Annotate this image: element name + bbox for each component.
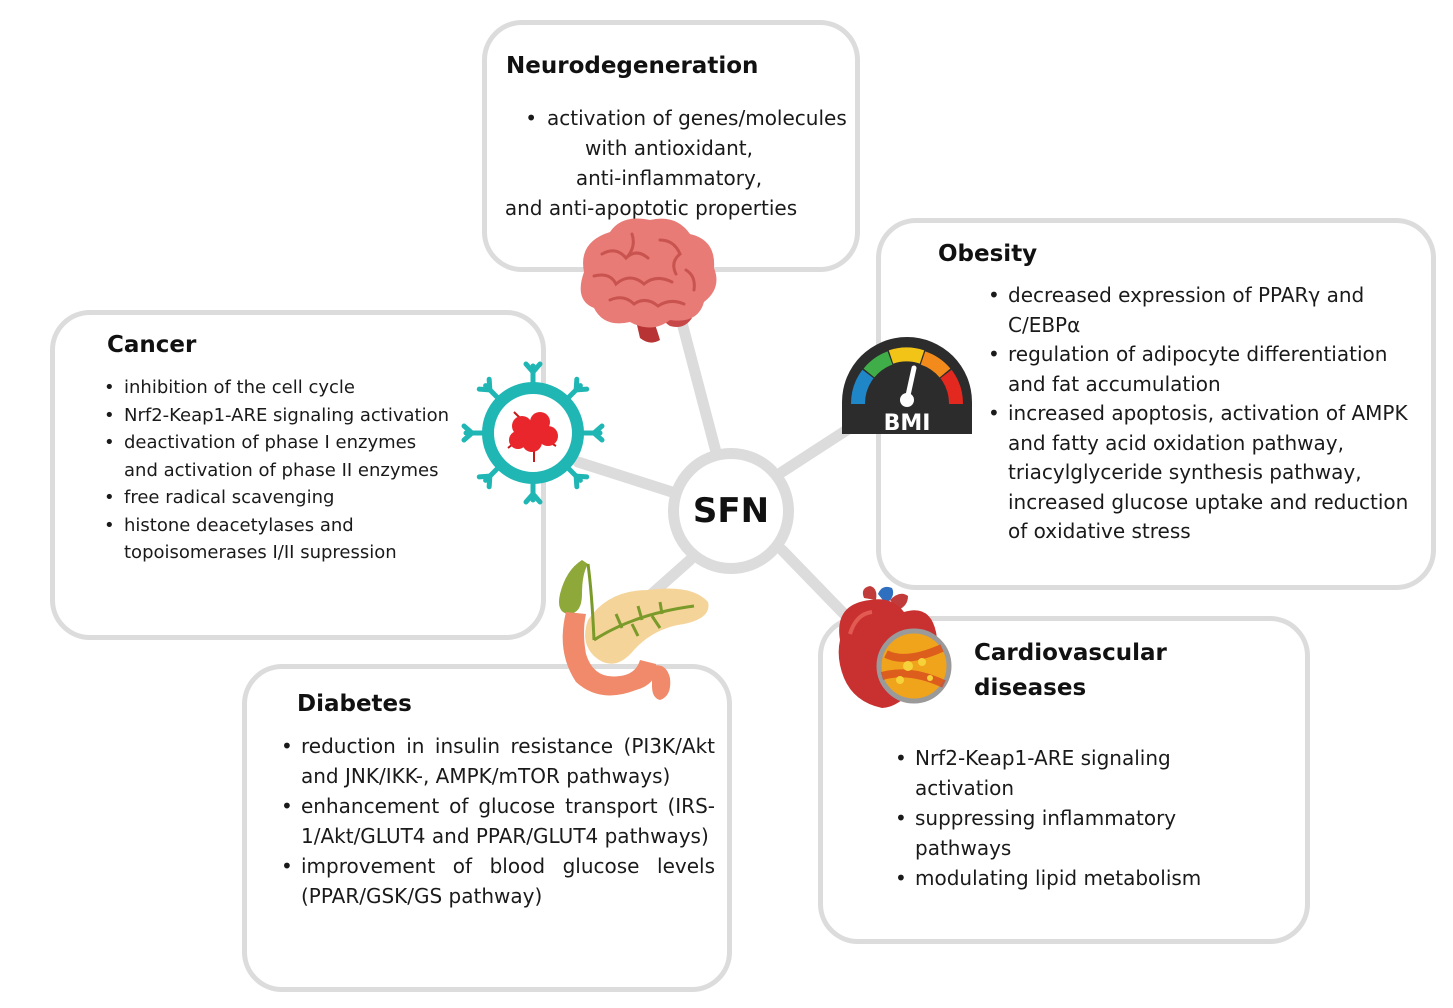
neuro-line-3: anti-inflammatory, xyxy=(575,166,763,190)
bmi-label: BMI xyxy=(884,411,931,436)
cardio-list: Nrf2-Keap1-ARE signaling activation supp… xyxy=(893,743,1213,893)
cardio-item-2: suppressing inflammatory pathways xyxy=(893,803,1213,863)
obesity-item-1: decreased expression of PPARγ and C/EBPα xyxy=(986,281,1416,340)
neuro-line-1: activation of genes/molecules xyxy=(547,106,847,130)
cancer-cell-icon xyxy=(456,361,610,506)
bmi-gauge-icon: BMI xyxy=(842,337,972,436)
sfn-center-node: SFN xyxy=(668,448,794,574)
cancer-title: Cancer xyxy=(107,332,197,358)
heart-icon xyxy=(838,586,952,708)
cancer-list: inhibition of the cell cycle Nrf2-Keap1-… xyxy=(102,374,452,567)
cancer-item-3: deactivation of phase I enzymes and acti… xyxy=(102,429,452,484)
cancer-item-2: Nrf2-Keap1-ARE signaling activation xyxy=(102,402,452,430)
obesity-list: decreased expression of PPARγ and C/EBPα… xyxy=(986,281,1416,547)
obesity-item-2: regulation of adipocyte differentiation … xyxy=(986,340,1416,399)
pancreas-icon xyxy=(559,560,709,700)
diabetes-card: Diabetes reduction in insulin resistance… xyxy=(242,664,732,992)
brain-icon xyxy=(580,218,717,343)
neurodegeneration-card: Neurodegeneration •activation of genes/m… xyxy=(482,20,860,272)
cancer-item-1: inhibition of the cell cycle xyxy=(102,374,452,402)
neuro-line-4: and anti-apoptotic properties xyxy=(504,196,798,220)
diabetes-item-1: reduction in insulin resistance (PI3K/Ak… xyxy=(279,731,715,791)
diabetes-item-3: improvement of blood glucose levels (PPA… xyxy=(279,851,715,911)
cardio-item-1: Nrf2-Keap1-ARE signaling activation xyxy=(893,743,1213,803)
cancer-card: Cancer inhibition of the cell cycle Nrf2… xyxy=(50,310,546,640)
diabetes-title: Diabetes xyxy=(297,691,412,717)
obesity-item-3: increased apoptosis, activation of AMPK … xyxy=(986,399,1416,547)
cancer-item-4: free radical scavenging xyxy=(102,484,452,512)
sfn-label: SFN xyxy=(692,491,770,531)
cancer-item-5: histone deacetylases and topoisomerases … xyxy=(102,512,452,567)
cardio-item-3: modulating lipid metabolism xyxy=(893,863,1213,893)
diabetes-item-2: enhancement of glucose transport (IRS-1/… xyxy=(279,791,715,851)
connector-cardio xyxy=(776,544,852,622)
diabetes-list: reduction in insulin resistance (PI3K/Ak… xyxy=(279,731,715,911)
neuro-line-2: with antioxidant, xyxy=(585,136,753,160)
neuro-bullet: •activation of genes/molecules with anti… xyxy=(487,103,865,223)
connector-cancer xyxy=(572,456,678,498)
neuro-title: Neurodegeneration xyxy=(506,53,759,79)
obesity-title: Obesity xyxy=(938,241,1038,267)
cardio-title: Cardiovascular diseases xyxy=(974,640,1167,701)
